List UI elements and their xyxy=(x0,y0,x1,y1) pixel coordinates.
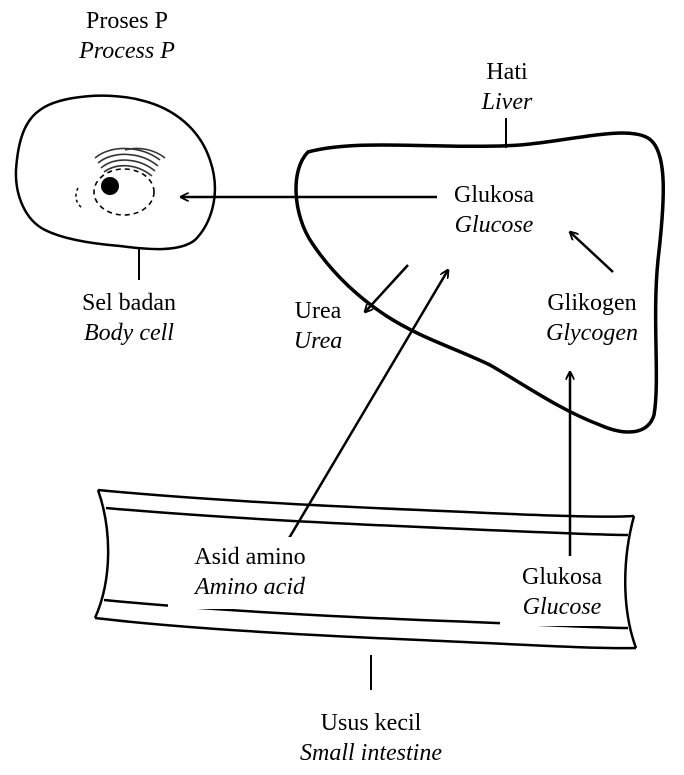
arrow-amino-acid-to-glucose xyxy=(283,270,448,546)
nucleus-outline xyxy=(93,168,155,216)
body-cell-label: Sel badan Body cell xyxy=(82,288,176,348)
urea-label: Urea Urea xyxy=(294,296,342,356)
liver-label: Hati Liver xyxy=(482,57,533,117)
urea-label-en: Urea xyxy=(293,328,343,354)
amino-acid-label-en: Amino acid xyxy=(195,574,305,600)
glycogen-label: Glikogen Glycogen xyxy=(546,288,638,348)
intestine-wall-top-outer xyxy=(97,488,635,518)
liver-outline xyxy=(294,131,666,434)
amino-acid-label-bg xyxy=(168,537,343,609)
small-intestine-label-ms: Usus kecil xyxy=(320,710,422,736)
intestine-right-end xyxy=(624,515,638,649)
body-cell-label-ms: Sel badan xyxy=(82,290,176,316)
arrow-glycogen-to-glucose xyxy=(570,232,614,273)
process-p-label-ms: Proses P xyxy=(85,8,169,34)
endoplasmic-reticulum xyxy=(75,187,83,209)
body-cell xyxy=(14,94,217,280)
glucose-liver-label-ms: Glukosa xyxy=(454,182,534,208)
glucose-liver-label-en: Glucose xyxy=(454,212,534,238)
body-cell-label-en: Body cell xyxy=(84,320,174,346)
glycogen-label-en: Glycogen xyxy=(546,320,638,346)
body-cell-membrane xyxy=(14,94,217,251)
arrow-to-urea xyxy=(365,264,409,312)
urea-label-ms: Urea xyxy=(294,298,342,324)
process-p-label-en: Process P xyxy=(79,38,175,64)
liver-label-en: Liver xyxy=(481,89,533,115)
amino-acid-label: Asid amino Amino acid xyxy=(194,542,305,602)
glucose-intestine-label-en: Glucose xyxy=(522,594,602,620)
small-intestine-label: Usus kecil Small intestine xyxy=(300,708,442,768)
glucose-intestine-label-ms: Glukosa xyxy=(522,564,602,590)
nucleolus xyxy=(101,177,119,195)
intestine-wall-top-inner xyxy=(105,506,629,537)
process-p-label: Proses P Process P xyxy=(79,6,175,66)
glycogen-label-ms: Glikogen xyxy=(547,290,637,316)
intestine-left-end xyxy=(93,489,110,619)
amino-acid-label-ms: Asid amino xyxy=(194,544,306,570)
intestine-wall-bottom-outer xyxy=(94,616,637,650)
liver xyxy=(294,118,666,434)
liver-label-ms: Hati xyxy=(486,59,528,85)
glucose-intestine-label-bg xyxy=(500,556,620,626)
small-intestine-label-en: Small intestine xyxy=(300,740,442,766)
glucose-intestine-label: Glukosa Glucose xyxy=(522,562,602,622)
glucose-liver-label: Glukosa Glucose xyxy=(454,180,534,240)
golgi-body xyxy=(94,147,166,177)
arrows xyxy=(181,197,614,565)
